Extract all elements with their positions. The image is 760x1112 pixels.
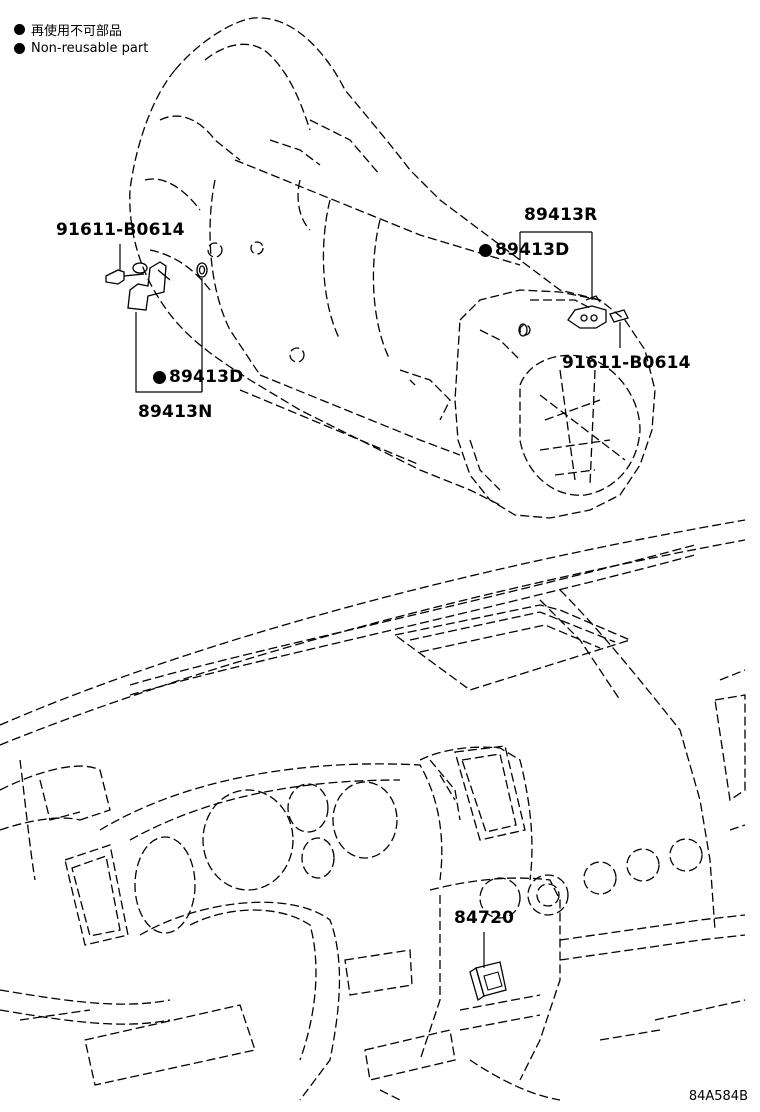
- label-oring-right-text: 89413D: [495, 240, 570, 260]
- switch-84720: [469, 932, 507, 1002]
- legend-ja: 再使用不可部品: [14, 20, 122, 39]
- non-reusable-dot-icon: [479, 243, 492, 257]
- non-reusable-dot-icon: [14, 43, 25, 54]
- label-oring-left: 89413D: [153, 367, 243, 387]
- diagram-code: 84A584B: [688, 1089, 748, 1104]
- legend-en-text: Non-reusable part: [31, 41, 149, 56]
- leader-lines-top: [119, 231, 621, 393]
- legend-en: Non-reusable part: [14, 41, 148, 56]
- label-sensor-right-group: 89413R: [524, 205, 597, 225]
- label-oring-right: 89413D: [479, 240, 569, 260]
- transmission-drawing: [129, 17, 656, 519]
- label-switch-dash: 84720: [454, 908, 514, 928]
- right-speed-sensor: [518, 295, 629, 337]
- non-reusable-dot-icon: [14, 24, 25, 35]
- label-sensor-left-group: 89413N: [138, 402, 213, 422]
- label-bolt-right-text: 91611-B0614: [562, 353, 691, 373]
- label-switch-dash-text: 84720: [454, 908, 515, 928]
- label-oring-left-text: 89413D: [169, 367, 244, 387]
- left-speed-sensor: [105, 261, 208, 311]
- non-reusable-dot-icon: [153, 370, 166, 384]
- label-bolt-right: 91611-B0614: [562, 353, 691, 373]
- label-bolt-left: 91611-B0614: [56, 220, 185, 240]
- legend-ja-text: 再使用不可部品: [31, 24, 123, 39]
- label-bolt-left-text: 91611-B0614: [56, 220, 185, 240]
- label-sensor-left-group-text: 89413N: [138, 402, 213, 422]
- label-sensor-right-group-text: 89413R: [524, 205, 598, 225]
- instrument-panel-drawing: [0, 519, 746, 1101]
